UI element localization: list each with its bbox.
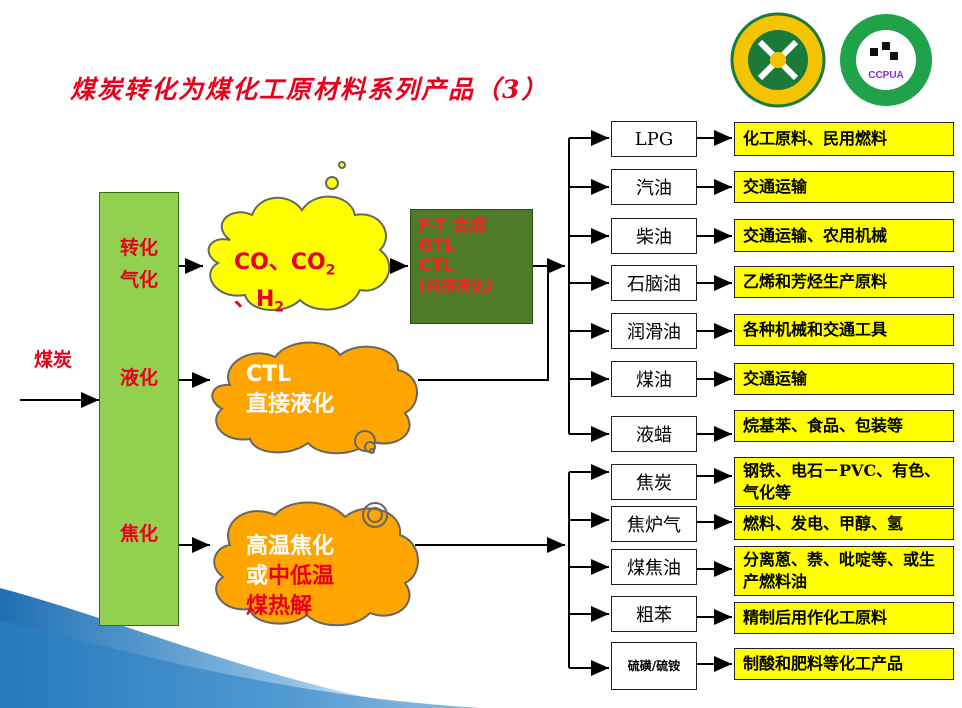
china-coal-association-logo xyxy=(730,12,826,108)
ccpua-abbr: CCPUA xyxy=(868,70,904,81)
use-coke: 钢铁、电石－PVC、有色、气化等 xyxy=(734,457,954,507)
use-sulfur: 制酸和肥料等化工产品 xyxy=(734,648,954,680)
product-crude-benzene: 粗苯 xyxy=(611,596,697,632)
use-kerosene: 交通运输 xyxy=(734,363,954,395)
conversion-label: 转化 气化 xyxy=(119,237,158,291)
product-coke-oven-gas: 焦炉气 xyxy=(611,506,697,542)
use-coke-oven-gas: 燃料、发电、甲醇、氢 xyxy=(734,508,954,540)
product-sulfur: 硫磺/硫铵 xyxy=(611,642,697,690)
use-gasoline: 交通运输 xyxy=(734,171,954,203)
product-diesel: 柴油 xyxy=(611,218,697,254)
use-lpg: 化工原料、民用燃料 xyxy=(734,122,954,156)
use-crude-benzene: 精制后用作化工原料 xyxy=(734,602,954,634)
product-lpg: LPG xyxy=(611,121,697,157)
product-arrows xyxy=(569,130,609,676)
process-column xyxy=(99,192,179,626)
product-liquid-wax: 液蜡 xyxy=(611,416,697,452)
coking-label: 焦化 xyxy=(119,523,158,545)
use-naphtha: 乙烯和芳烃生产原料 xyxy=(734,266,954,298)
ft-synthesis-box: F-T 合成 GTL CTL (间接液化) xyxy=(410,209,533,324)
coking-cloud-text: 高温焦化 或中低温 煤热解 xyxy=(246,534,335,619)
ctl-cloud xyxy=(211,341,418,455)
product-coke: 焦炭 xyxy=(611,464,697,500)
use-arrows xyxy=(697,130,732,672)
product-gasoline: 汽油 xyxy=(611,169,697,205)
use-lubricant: 各种机械和交通工具 xyxy=(734,314,954,346)
product-kerosene: 煤油 xyxy=(611,361,697,397)
use-coal-tar: 分离蒽、萘、吡啶等、或生产燃料油 xyxy=(734,546,954,596)
ccpua-logo: CCPUA xyxy=(840,14,932,106)
product-naphtha: 石脑油 xyxy=(611,265,697,301)
product-coal-tar: 煤焦油 xyxy=(611,549,697,585)
coal-label: 煤炭 xyxy=(34,349,73,371)
decorative-swoosh xyxy=(0,588,480,708)
use-liquid-wax: 烷基苯、食品、包装等 xyxy=(734,410,954,442)
syngas-cloud xyxy=(207,161,391,312)
liquefaction-label: 液化 xyxy=(119,367,158,389)
product-lubricant: 润滑油 xyxy=(611,313,697,349)
ctl-cloud-text: CTL 直接液化 xyxy=(246,362,335,417)
syngas-formula: CO、CO2 、H2 xyxy=(234,250,336,316)
coking-cloud xyxy=(213,501,419,627)
use-diesel: 交通运输、农用机械 xyxy=(734,219,954,252)
page-title: 煤炭转化为煤化工原材料系列产品（3） xyxy=(70,75,549,104)
